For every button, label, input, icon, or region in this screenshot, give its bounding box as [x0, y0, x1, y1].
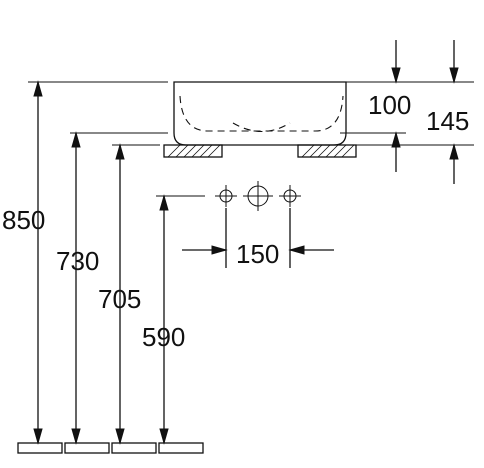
arrow-150-right	[288, 245, 305, 255]
arrow-bottom-730	[71, 428, 81, 445]
right-support	[297, 144, 357, 158]
arrow-top-730	[71, 131, 81, 148]
dimension-label-145: 145	[426, 106, 469, 136]
floor-blocks	[17, 442, 204, 454]
right-dimensions	[391, 40, 459, 184]
floor-block-1	[17, 442, 63, 454]
hatch-line	[167, 144, 181, 158]
sink-inner-contour	[179, 95, 344, 132]
floor-block-2	[64, 442, 110, 454]
arrow-bottom-705	[115, 428, 125, 445]
floor-block-3	[111, 442, 157, 454]
drain-contour	[232, 122, 291, 133]
hatch-line	[207, 144, 221, 158]
hatch-line	[309, 144, 323, 158]
hatch-line	[175, 144, 189, 158]
tap-hole-symbols	[215, 181, 301, 211]
floor-block-4	[158, 442, 204, 454]
hatch-line	[317, 144, 331, 158]
countertop-supports	[163, 144, 357, 158]
arrow-100-top	[391, 67, 401, 84]
dimension-label-730: 730	[56, 246, 99, 276]
arrow-top-850	[33, 80, 43, 97]
hatch-line	[199, 144, 213, 158]
arrow-bottom-850	[33, 428, 43, 445]
arrow-145-bottom	[449, 143, 459, 160]
dimension-label-150: 150	[236, 239, 279, 269]
hatch-line	[325, 144, 339, 158]
sink-bowl	[173, 81, 347, 146]
hatch-line	[333, 144, 347, 158]
arrow-bottom-590	[159, 428, 169, 445]
arrow-top-590	[159, 194, 169, 211]
hatch-line	[301, 144, 315, 158]
dimension-label-850: 850	[2, 205, 45, 235]
dimension-label-590: 590	[142, 322, 185, 352]
left-support	[163, 144, 223, 158]
dimension-label-705: 705	[98, 284, 141, 314]
dimension-150	[182, 208, 334, 268]
reference-lines	[28, 81, 474, 197]
arrow-top-705	[115, 143, 125, 160]
hatch-line	[191, 144, 205, 158]
arrow-100-bottom	[391, 131, 401, 148]
dimension-label-100: 100	[368, 90, 411, 120]
arrow-145-top	[449, 67, 459, 84]
arrow-150-left	[211, 245, 228, 255]
vertical-dimensions	[33, 80, 169, 445]
hatch-line	[183, 144, 197, 158]
hatch-line	[341, 144, 355, 158]
sink-outline	[173, 81, 347, 146]
